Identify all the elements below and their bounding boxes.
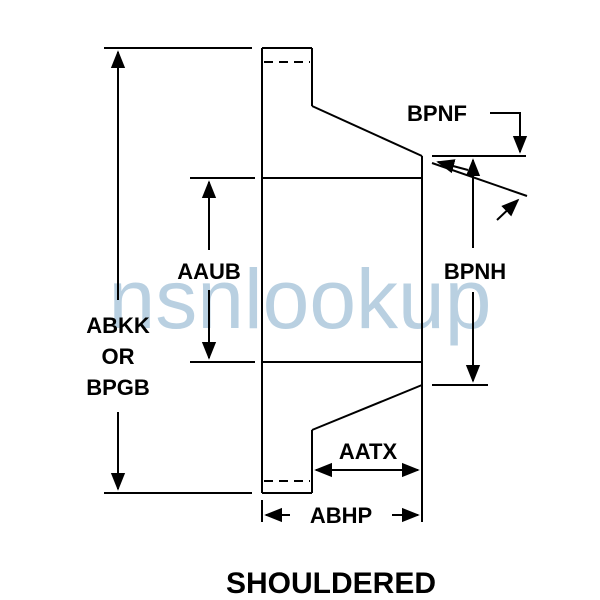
diagram-caption: SHOULDERED xyxy=(226,567,436,600)
watermark-text: nsnlookup xyxy=(109,252,492,346)
abkk-label: ABKK xyxy=(86,313,150,338)
abhp-label: ABHP xyxy=(310,503,372,528)
aatx-label: AATX xyxy=(339,439,398,464)
bpnf-label: BPNF xyxy=(407,101,467,126)
aaub-label: AAUB xyxy=(177,259,241,284)
extension-lines xyxy=(104,47,526,522)
hidden-lines xyxy=(264,61,310,482)
bpnh-label: BPNH xyxy=(444,259,506,284)
dimension-bpnf xyxy=(431,112,528,221)
bpgb-label: BPGB xyxy=(86,375,150,400)
abkk-or-label: OR xyxy=(102,344,135,369)
flange-outline xyxy=(261,47,423,522)
